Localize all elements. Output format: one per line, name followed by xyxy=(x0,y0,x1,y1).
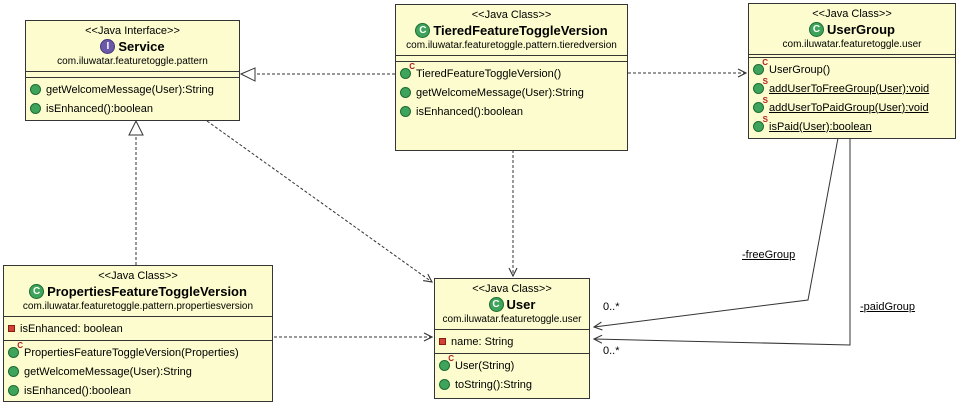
method-row: C UserGroup() xyxy=(753,59,951,79)
method-row: C User(String) xyxy=(439,355,585,375)
package-label: com.iluwatar.featuretoggle.pattern xyxy=(57,56,208,67)
public-method-icon xyxy=(30,103,41,114)
class-icon: C xyxy=(488,297,504,312)
static-method-icon: S xyxy=(753,97,768,113)
class-name-properties: C PropertiesFeatureToggleVersion xyxy=(4,283,272,300)
fields-compartment-empty xyxy=(26,71,239,77)
private-field-icon xyxy=(439,338,446,345)
class-icon: C xyxy=(29,284,45,299)
method-row: getWelcomeMessage(User):String xyxy=(8,362,268,381)
static-method-icon: S xyxy=(753,78,768,94)
class-box-service[interactable]: <<Java Interface>> I Service com.iluwata… xyxy=(25,20,240,121)
class-icon: C xyxy=(809,22,825,37)
method-row: getWelcomeMessage(User):String xyxy=(30,80,235,99)
stereotype-label: <<Java Interface>> xyxy=(85,25,180,37)
class-header-properties: <<Java Class>> C PropertiesFeatureToggle… xyxy=(4,266,272,316)
association-role-label-paidgroup: -paidGroup xyxy=(860,301,916,313)
methods-compartment: C UserGroup() S addUserToFreeGroup(User)… xyxy=(749,57,955,138)
constructor-method-icon: C xyxy=(753,59,768,75)
package-label: com.iluwatar.featuretoggle.user xyxy=(782,39,922,50)
method-row: S isPaid(User):boolean xyxy=(753,116,951,136)
class-name-service: I Service xyxy=(26,38,239,55)
methods-compartment: C PropertiesFeatureToggleVersion(Propert… xyxy=(4,340,272,402)
static-method-icon: S xyxy=(753,116,768,132)
class-name-usergroup: C UserGroup xyxy=(749,21,955,38)
method-row: toString():String xyxy=(439,375,585,394)
class-box-properties-feature-toggle-version[interactable]: <<Java Class>> C PropertiesFeatureToggle… xyxy=(3,265,273,402)
method-row: isEnhanced():boolean xyxy=(30,99,235,118)
public-method-icon xyxy=(400,106,411,117)
class-box-tiered-feature-toggle-version[interactable]: <<Java Class>> C TieredFeatureToggleVers… xyxy=(395,4,628,151)
constructor-method-icon: C xyxy=(400,63,415,79)
method-row: isEnhanced():boolean xyxy=(400,102,623,121)
fields-compartment-empty xyxy=(749,54,955,57)
field-row: isEnhanced: boolean xyxy=(8,319,268,338)
fields-compartment-empty xyxy=(396,55,627,61)
method-row: C TieredFeatureToggleVersion() xyxy=(400,63,623,83)
constructor-method-icon: C xyxy=(439,355,454,371)
edge-usergroup-paidgroup-user xyxy=(592,138,851,346)
package-label: com.iluwatar.featuretoggle.user xyxy=(442,314,582,325)
package-label: com.iluwatar.featuretoggle.pattern.prope… xyxy=(22,301,254,312)
methods-compartment: getWelcomeMessage(User):String isEnhance… xyxy=(26,77,239,120)
realization-triangle-service-right xyxy=(239,67,256,82)
stereotype-label: <<Java Class>> xyxy=(98,270,178,282)
class-header-service: <<Java Interface>> I Service com.iluwata… xyxy=(26,21,239,71)
field-row: name: String xyxy=(439,332,585,351)
interface-icon: I xyxy=(100,39,116,54)
fields-compartment: name: String xyxy=(435,329,589,353)
package-label: com.iluwatar.featuretoggle.pattern.tiere… xyxy=(406,40,617,51)
method-row: getWelcomeMessage(User):String xyxy=(400,83,623,102)
multiplicity-label-freegroup: 0..* xyxy=(603,301,620,313)
method-row: C PropertiesFeatureToggleVersion(Propert… xyxy=(8,342,268,362)
stereotype-label: <<Java Class>> xyxy=(472,283,552,295)
public-method-icon xyxy=(8,385,19,396)
association-role-label-freegroup: -freeGroup xyxy=(742,249,796,261)
public-method-icon xyxy=(8,366,19,377)
class-header-usergroup: <<Java Class>> C UserGroup com.iluwatar.… xyxy=(749,4,955,54)
methods-compartment: C User(String) toString():String xyxy=(435,353,589,398)
public-method-icon xyxy=(400,87,411,98)
method-row: S addUserToFreeGroup(User):void xyxy=(753,78,951,98)
method-row: S addUserToPaidGroup(User):void xyxy=(753,97,951,117)
method-row: isEnhanced():boolean xyxy=(8,381,268,400)
constructor-method-icon: C xyxy=(8,342,23,358)
methods-compartment: C TieredFeatureToggleVersion() getWelcom… xyxy=(396,61,627,150)
public-method-icon xyxy=(30,84,41,95)
class-header-user: <<Java Class>> C User com.iluwatar.featu… xyxy=(435,279,589,329)
class-box-user[interactable]: <<Java Class>> C User com.iluwatar.featu… xyxy=(434,278,590,399)
realization-triangle-service-bottom xyxy=(128,119,144,136)
class-header-tiered: <<Java Class>> C TieredFeatureToggleVers… xyxy=(396,5,627,55)
edge-usergroup-freegroup-user xyxy=(592,137,839,331)
class-name-user: C User xyxy=(435,296,589,313)
class-box-user-group[interactable]: <<Java Class>> C UserGroup com.iluwatar.… xyxy=(748,3,956,139)
stereotype-label: <<Java Class>> xyxy=(812,8,892,20)
class-name-tiered: C TieredFeatureToggleVersion xyxy=(396,22,627,39)
stereotype-label: <<Java Class>> xyxy=(471,9,552,21)
multiplicity-label-paidgroup: 0..* xyxy=(603,345,620,357)
public-method-icon xyxy=(439,379,450,390)
fields-compartment: isEnhanced: boolean xyxy=(4,316,272,340)
class-icon: C xyxy=(415,23,431,38)
private-field-icon xyxy=(8,325,15,332)
